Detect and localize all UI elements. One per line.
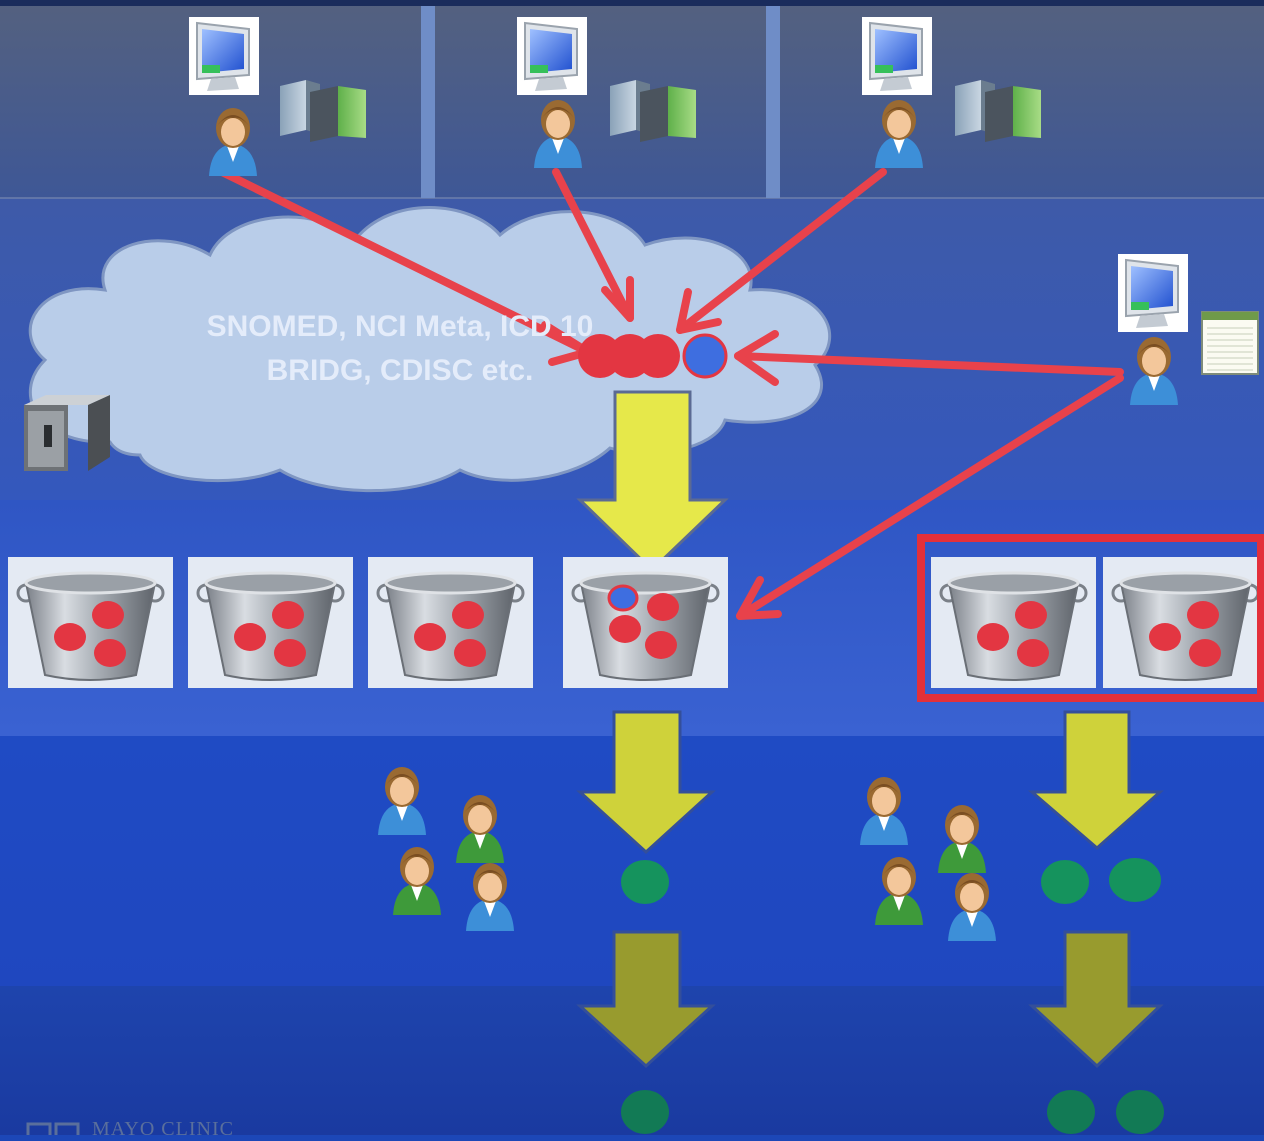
concept-dot <box>1189 639 1221 667</box>
bucket-row <box>8 557 1264 688</box>
arrow-population-to-result-2 <box>1028 930 1164 1069</box>
arrow-bucket-to-population-2 <box>1027 710 1164 850</box>
user-icon <box>948 873 996 941</box>
notepad-icon <box>1201 311 1259 375</box>
computer-monitor-icon <box>189 17 259 95</box>
concept-dot <box>1017 639 1049 667</box>
mayo-clinic-logo-icon <box>26 1122 80 1135</box>
arrowhead-5 <box>736 576 782 620</box>
concept-dot <box>234 623 266 651</box>
concept-dot <box>414 623 446 651</box>
ice-bucket-icon <box>368 557 533 688</box>
concept-dot <box>94 639 126 667</box>
user-icon <box>875 100 923 168</box>
people-group-icon <box>378 767 514 931</box>
final-result-dot <box>1116 1090 1164 1134</box>
arrowhead-2 <box>601 276 634 322</box>
final-result-dot <box>1047 1090 1095 1134</box>
concept-dot <box>54 623 86 651</box>
cloud-text-line-2: BRIDG, CDISC etc. <box>266 353 534 387</box>
arrowhead-4 <box>734 330 779 386</box>
yellow-flow-arrows <box>576 390 1164 1069</box>
arrow-user3-to-concepts <box>676 168 887 334</box>
column-divider-2 <box>766 6 780 198</box>
arrow-user2-to-concepts <box>552 168 634 322</box>
concept-dot <box>274 639 306 667</box>
final-result-dot <box>621 1090 669 1134</box>
concept-dot <box>1015 601 1047 629</box>
concept-dot <box>454 639 486 667</box>
arrow-bucket-to-population-1 <box>576 710 716 855</box>
server-icon <box>955 80 1041 142</box>
user-station <box>189 17 366 176</box>
user-icon <box>875 857 923 925</box>
arrow-right-user-to-concept <box>734 352 1124 376</box>
new-concept-dot <box>607 584 639 612</box>
concept-dot <box>977 623 1009 651</box>
new-concept-dot <box>682 333 728 379</box>
concept-dot <box>272 601 304 629</box>
server-tower-icon <box>24 395 110 471</box>
top-edge <box>0 0 1264 6</box>
server-icon <box>610 80 696 142</box>
result-dot <box>1041 860 1089 904</box>
user-icon <box>860 777 908 845</box>
concept-dot <box>92 601 124 629</box>
right-user-station <box>1118 254 1259 405</box>
computer-monitor-icon <box>862 17 932 95</box>
arrow-user1-to-concepts <box>218 168 592 356</box>
computer-monitor-icon <box>1118 254 1188 332</box>
user-icon <box>466 863 514 931</box>
concept-dot <box>452 601 484 629</box>
concept-cluster <box>578 333 728 379</box>
ice-bucket-icon <box>563 557 728 688</box>
user-station <box>517 17 696 168</box>
user-icon <box>456 795 504 863</box>
arrow-population-to-result-1 <box>576 930 716 1069</box>
arrowhead-3 <box>676 288 722 334</box>
user-station <box>862 17 1041 168</box>
concept-dot <box>1187 601 1219 629</box>
result-dot <box>621 860 669 904</box>
ice-bucket-icon <box>188 557 353 688</box>
user-icon <box>393 847 441 915</box>
concept-dot <box>1149 623 1181 651</box>
user-stations <box>189 17 1259 405</box>
server-icon <box>280 80 366 142</box>
computer-monitor-icon <box>517 17 587 95</box>
people-group-icon <box>860 777 996 941</box>
arrow-cloud-to-bucket <box>576 390 729 573</box>
concept-dot <box>647 593 679 621</box>
user-icon <box>378 767 426 835</box>
result-dots <box>621 858 1164 1134</box>
concept-dot <box>609 615 641 643</box>
terminology-cloud-text: SNOMED, NCI Meta, ICD 10 BRIDG, CDISC et… <box>120 305 680 392</box>
ice-bucket-icon <box>931 557 1096 688</box>
ice-bucket-icon <box>8 557 173 688</box>
user-icon <box>534 100 582 168</box>
user-icon <box>209 108 257 176</box>
people-groups <box>378 767 996 941</box>
selected-buckets-highlight <box>917 534 1264 702</box>
user-icon <box>1130 337 1178 405</box>
column-divider-1 <box>421 6 435 198</box>
ice-bucket-icon <box>1103 557 1264 688</box>
concept-dot <box>645 631 677 659</box>
user-icon <box>938 805 986 873</box>
cloud-text-line-1: SNOMED, NCI Meta, ICD 10 <box>206 310 594 343</box>
mayo-clinic-logo-text: MAYO CLINIC <box>92 1118 234 1140</box>
result-dot <box>1109 858 1161 902</box>
arrow-right-user-to-bucket <box>736 374 1124 620</box>
